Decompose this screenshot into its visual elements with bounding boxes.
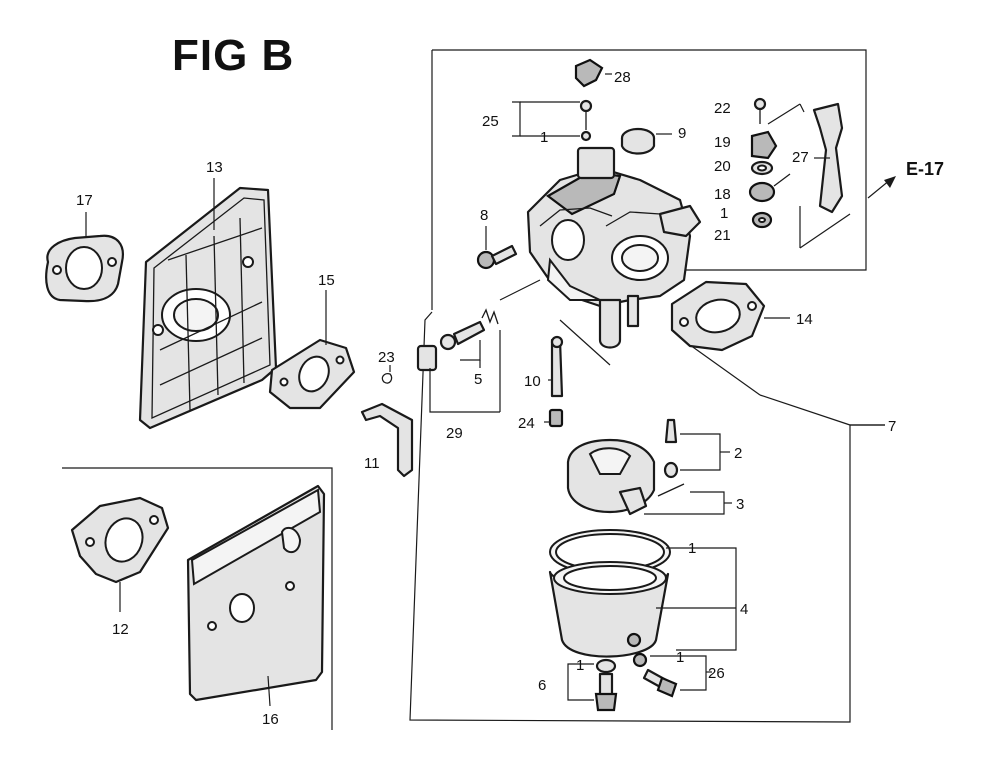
callout-9: 9 (678, 125, 686, 142)
callout-22: 22 (714, 100, 731, 117)
drain-screw-26 (632, 652, 678, 698)
heat-shield-16 (186, 484, 326, 702)
washer-21 (751, 211, 773, 229)
float-chamber-4 (548, 529, 671, 658)
callout-7: 7 (888, 418, 896, 435)
throttle-stop-screw-5 (439, 308, 499, 351)
throttle-stop-29 (416, 344, 438, 372)
callout-24: 24 (518, 415, 535, 432)
carburetor-gasket-14 (670, 280, 766, 352)
callout-1-bowl: 1 (688, 540, 696, 557)
callout-6: 6 (538, 677, 546, 694)
callout-8: 8 (480, 207, 488, 224)
callout-12: 12 (112, 621, 129, 638)
figure-title: FIG B (172, 31, 295, 80)
float-needle-2 (663, 418, 679, 479)
callout-16: 16 (262, 711, 279, 728)
set-screw-8 (476, 244, 518, 270)
main-jet-nozzle-10 (550, 335, 564, 398)
callout-labels: 17 13 15 23 11 29 5 8 25 1 28 9 22 19 20… (76, 69, 896, 728)
insulator-gasket-15 (268, 338, 356, 410)
callout-15: 15 (318, 272, 335, 289)
callout-19: 19 (714, 134, 731, 151)
choke-rod-11 (360, 402, 414, 478)
callout-5: 5 (474, 371, 482, 388)
callout-10: 10 (524, 373, 541, 390)
callout-29: 29 (446, 425, 463, 442)
callout-20: 20 (714, 158, 731, 175)
collar-19 (750, 130, 778, 160)
pilot-screw-25 (579, 99, 593, 142)
float (566, 438, 656, 516)
float-pin-3 (657, 483, 685, 497)
callout-25: 25 (482, 113, 499, 130)
clip-23 (381, 372, 393, 384)
gasket-17 (45, 234, 124, 303)
carburetor-insulator-13 (138, 186, 278, 430)
cap-9 (620, 127, 656, 155)
callout-28: 28 (614, 69, 631, 86)
callout-21: 21 (714, 227, 731, 244)
callout-18: 18 (714, 186, 731, 203)
callout-23: 23 (378, 349, 395, 366)
callout-1-left: 1 (576, 657, 584, 674)
callout-17: 17 (76, 192, 93, 209)
insulator-gasket-12 (70, 496, 170, 584)
callout-14: 14 (796, 311, 813, 328)
screw-22 (753, 97, 767, 124)
callout-1-mid: 1 (720, 205, 728, 222)
pilot-screw-cap-28 (574, 58, 604, 88)
carburetor-body (526, 146, 702, 349)
callout-3: 3 (736, 496, 744, 513)
callout-2: 2 (734, 445, 742, 462)
callout-1-right: 1 (676, 649, 684, 666)
main-jet-24 (548, 408, 564, 428)
callout-11: 11 (364, 455, 380, 472)
callout-27: 27 (792, 149, 809, 166)
drain-bolt-6 (594, 658, 618, 712)
callout-26: 26 (708, 665, 725, 682)
washer-20 (750, 160, 774, 176)
callout-1-top: 1 (540, 129, 548, 146)
callout-13: 13 (206, 159, 223, 176)
reference-arrow-icon (867, 176, 896, 199)
callout-4: 4 (740, 601, 748, 618)
reference-label: E-17 (906, 159, 945, 179)
spring-18 (748, 173, 791, 203)
